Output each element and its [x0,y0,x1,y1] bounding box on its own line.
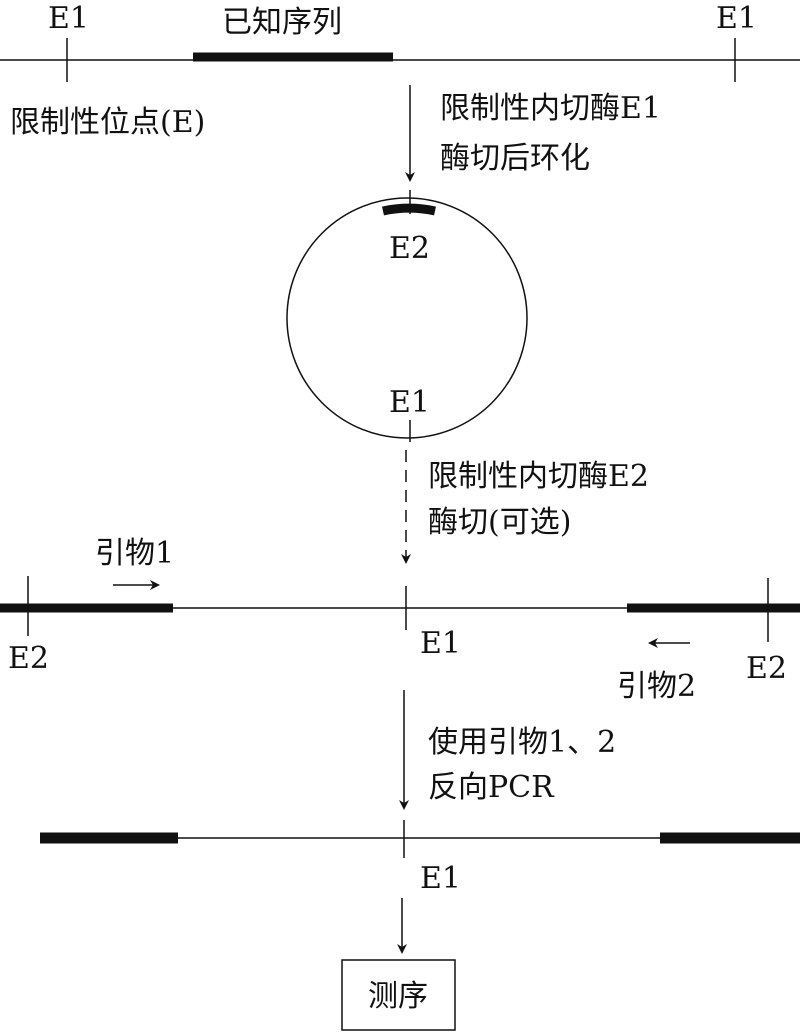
sequencing-box [341,959,456,1031]
circular-dna [286,190,528,442]
restriction-site-label: 限制性位点(E) [10,105,205,140]
linearized-dna [0,576,800,642]
e1-label: E1 [420,626,461,661]
known-sequence-label: 已知序列 [222,5,342,40]
sequencing-label: 测序 [368,979,428,1014]
step3-text: 使用引物1、2 [428,725,616,760]
e1-label: E1 [48,1,89,36]
e1-label: E1 [389,385,430,420]
e2-label: E2 [389,231,430,266]
pcr-product [40,820,800,858]
e2-label: E2 [8,641,49,676]
step2-text: 限制性内切酶E2 [428,459,649,494]
e1-label: E1 [420,861,461,896]
step1-text: 酶切后环化 [440,141,590,176]
e2-label: E2 [746,651,787,686]
e1-label: E1 [716,1,757,36]
step3-text: 反向PCR [428,770,555,805]
step1-text: 限制性内切酶E1 [440,91,661,126]
primer1-label: 引物1 [95,536,174,571]
step2-text: 酶切(可选) [428,505,571,540]
primer2-label: 引物2 [617,669,696,704]
original-dna [0,38,800,82]
